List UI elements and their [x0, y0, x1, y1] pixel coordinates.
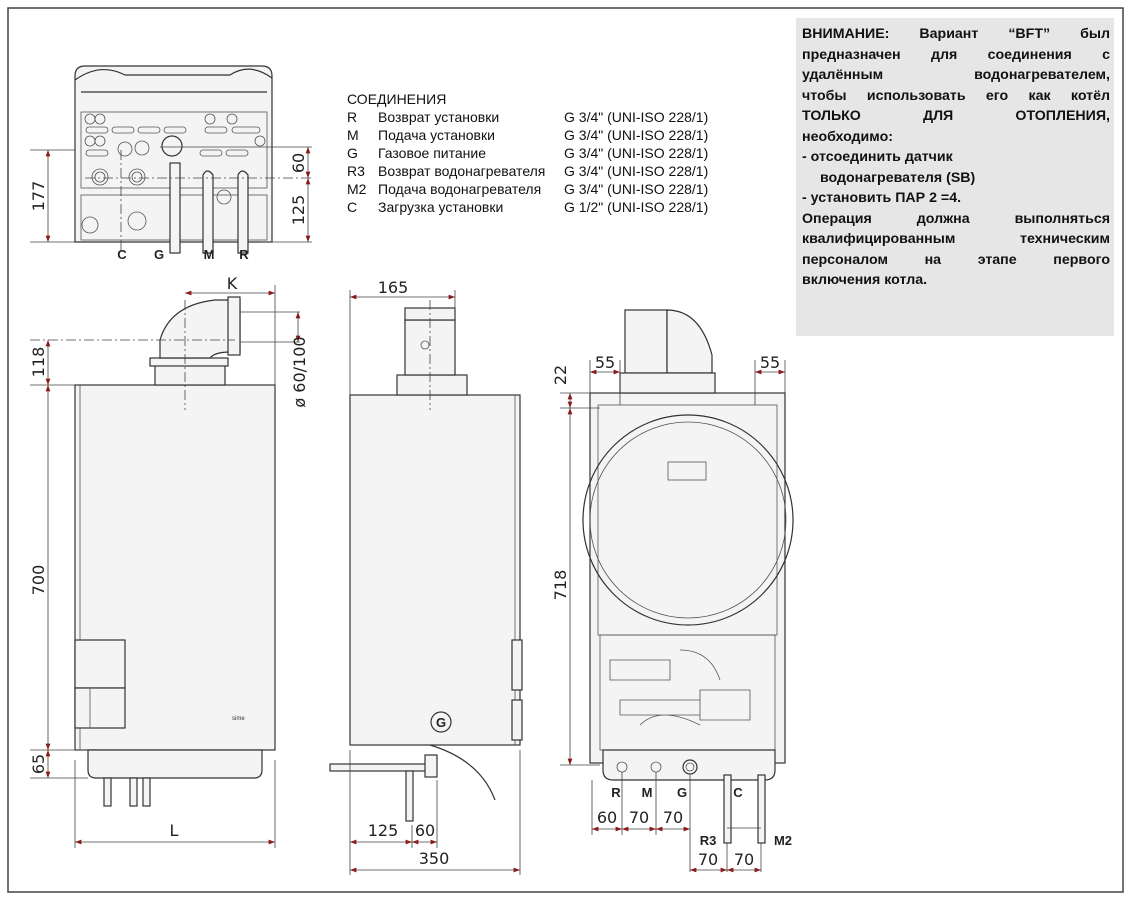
warning-line: квалифицированным техническим [802, 231, 1110, 247]
svg-text:Подача водонагревателя: Подача водонагревателя [378, 181, 541, 197]
table-row: C Загрузка установки G 1/2" (UNI-ISO 228/1… [347, 199, 708, 215]
side-view: G 165 125 60 350 [329, 278, 523, 875]
label-r: R [239, 247, 249, 262]
dim-70-r3: 70 [698, 850, 718, 869]
warning-note: ВНИМАНИЕ: Вариант “BFT” был предназначен… [796, 18, 1114, 336]
dim-125-side: 125 [368, 821, 399, 840]
warning-line: включения котла. [802, 272, 928, 288]
label-g-side: G [436, 715, 446, 730]
svg-text:G 1/2" (UNI-ISO 228/1): G 1/2" (UNI-ISO 228/1) [564, 199, 708, 215]
dim-700: 700 [29, 565, 48, 596]
dim-60-back: 60 [597, 808, 617, 827]
warning-list-item: - отсоединить датчик [802, 149, 953, 165]
dim-55-left: 55 [595, 353, 615, 372]
svg-text:G 3/4" (UNI-ISO 228/1): G 3/4" (UNI-ISO 228/1) [564, 109, 708, 125]
dim-60: 60 [289, 153, 308, 173]
warning-line: ТОЛЬКО ДЛЯ ОТОПЛЕНИЯ, [802, 108, 1110, 124]
svg-text:M: M [347, 127, 359, 143]
back-view: 55 55 22 718 R M G C R3 M2 60 70 70 70 7… [551, 309, 794, 873]
page-border [7, 7, 1124, 893]
dim-k: K [227, 274, 238, 293]
warning-line: необходимо: [802, 128, 893, 145]
svg-text:Возврат водонагревателя: Возврат водонагревателя [378, 163, 545, 179]
dim-flue-diameter: ø 60/100 [290, 336, 309, 407]
dim-22: 22 [551, 365, 570, 385]
label-r3: R3 [700, 833, 717, 848]
table-row: M2 Подача водонагревателя G 3/4" (UNI-ISO … [347, 181, 708, 197]
warning-line: удалённым водонагревателем, [802, 67, 1110, 83]
label-m2: M2 [774, 833, 792, 848]
table-row: R3 Возврат водонагревателя G 3/4" (UNI-ISO… [347, 163, 708, 179]
warning-list-item: водонагревателя (SB) [820, 169, 976, 186]
table-row: M Подача установки G 3/4" (UNI-ISO 228/1) [347, 127, 708, 143]
warning-line: персоналом на этапе первого [802, 251, 1110, 268]
svg-text:G 3/4" (UNI-ISO 228/1): G 3/4" (UNI-ISO 228/1) [564, 181, 708, 197]
top-view: 177 60 125 C G M R [29, 65, 312, 262]
dim-718: 718 [551, 570, 570, 601]
label-c-back: C [733, 785, 743, 800]
svg-text:G 3/4" (UNI-ISO 228/1): G 3/4" (UNI-ISO 228/1) [564, 127, 708, 143]
warning-line: чтобы использовать его как котёл [802, 87, 1110, 104]
dim-125: 125 [289, 195, 308, 226]
dim-70-m2: 70 [734, 850, 754, 869]
front-view: sime K 118 ø 60/100 700 65 L [29, 274, 309, 848]
dim-60-side: 60 [415, 821, 435, 840]
label-g: G [154, 247, 164, 262]
warning-line: Операция должна выполняться [802, 210, 1110, 227]
svg-text:Возврат установки: Возврат установки [378, 109, 499, 125]
svg-text:G: G [347, 145, 358, 161]
dim-70-g: 70 [663, 808, 683, 827]
label-c: C [117, 247, 127, 262]
label-m: M [204, 247, 215, 262]
label-m-back: M [642, 785, 653, 800]
svg-text:R: R [347, 109, 357, 125]
svg-text:G 3/4" (UNI-ISO 228/1): G 3/4" (UNI-ISO 228/1) [564, 163, 708, 179]
dim-65: 65 [29, 754, 48, 774]
dim-55-right: 55 [760, 353, 780, 372]
connections-title: СОЕДИНЕНИЯ [347, 91, 446, 107]
svg-text:Газовое питание: Газовое питание [378, 145, 486, 161]
svg-text:Подача установки: Подача установки [378, 127, 495, 143]
svg-text:M2: M2 [347, 181, 367, 197]
gas-connection-marker [430, 711, 452, 733]
warning-list-item: - установить ПАР 2 =4. [802, 190, 962, 206]
warning-line: ВНИМАНИЕ: Вариант “BFT” был [802, 26, 1110, 42]
dim-70-m: 70 [629, 808, 649, 827]
connections-table: СОЕДИНЕНИЯ R Возврат установки G 3/4" (UNI… [347, 91, 708, 215]
label-g-back: G [677, 785, 687, 800]
table-row: R Возврат установки G 3/4" (UNI-ISO 228/1) [347, 109, 708, 125]
dim-350: 350 [419, 849, 450, 868]
label-r-back: R [611, 785, 621, 800]
warning-line: предназначен для соединения с [802, 46, 1110, 63]
svg-text:Загрузка установки: Загрузка установки [378, 199, 503, 215]
table-row: G Газовое питание G 3/4" (UNI-ISO 228/1) [347, 145, 708, 161]
svg-text:sime: sime [232, 716, 245, 722]
svg-text:C: C [347, 199, 357, 215]
dim-177: 177 [29, 181, 48, 212]
svg-text:G 3/4" (UNI-ISO 228/1): G 3/4" (UNI-ISO 228/1) [564, 145, 708, 161]
dim-l: L [170, 821, 179, 840]
dim-165: 165 [378, 278, 409, 297]
dim-118: 118 [29, 347, 48, 378]
svg-text:R3: R3 [347, 163, 365, 179]
